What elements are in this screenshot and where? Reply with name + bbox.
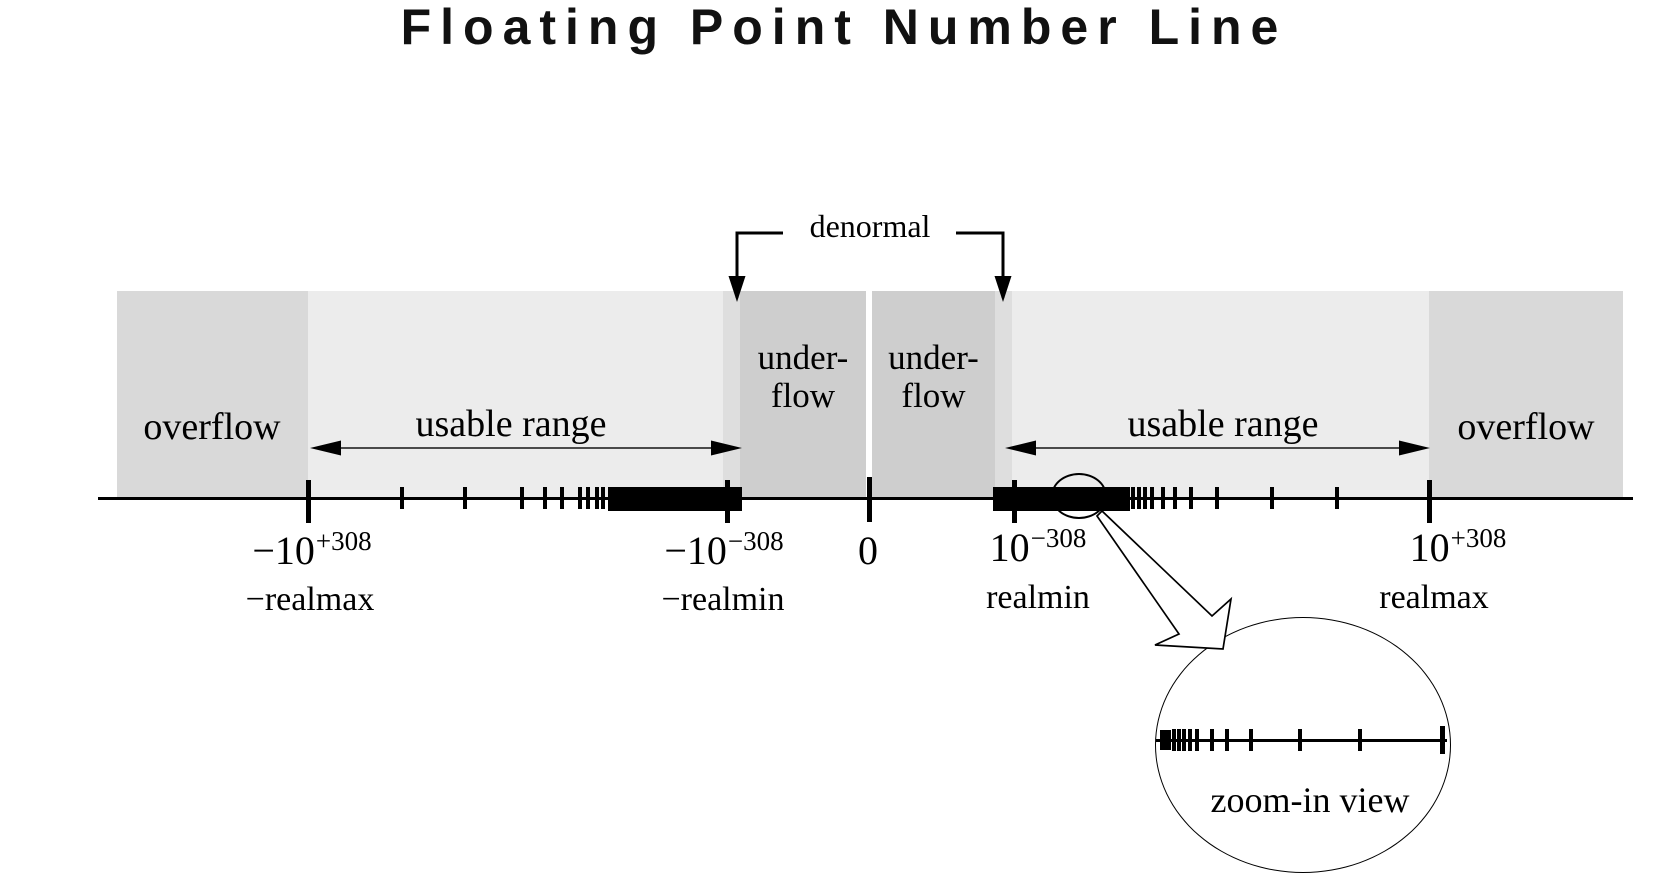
realmax-name-label: realmax bbox=[1379, 579, 1489, 616]
zoom-view-tick bbox=[1188, 729, 1192, 751]
axis-tick bbox=[463, 487, 467, 509]
underflow-left-line1: under- bbox=[757, 338, 849, 377]
zoom-view-ellipse bbox=[1155, 617, 1451, 873]
axis-zero-tick bbox=[866, 477, 872, 522]
axis-tick bbox=[601, 487, 605, 509]
neg-realmax-base: −10 bbox=[252, 528, 315, 573]
realmin-exponent: −308 bbox=[1030, 523, 1087, 553]
zoom-view-tick bbox=[1298, 729, 1302, 751]
underflow-right-label: under- flow bbox=[872, 339, 995, 415]
zoom-view-tick bbox=[1195, 729, 1199, 751]
underflow-right-region bbox=[872, 291, 995, 499]
zoom-view-tick bbox=[1225, 729, 1229, 751]
realmin-base: 10 bbox=[989, 525, 1030, 570]
dense-ticks-bar bbox=[608, 487, 742, 511]
neg-realmax-exponent: +308 bbox=[315, 526, 372, 556]
axis-tick bbox=[1150, 487, 1154, 509]
axis-tick bbox=[1161, 487, 1165, 509]
realmin-name-label: realmin bbox=[986, 579, 1090, 616]
neg-realmax-name-label: −realmax bbox=[245, 581, 375, 618]
axis-tick bbox=[543, 487, 547, 509]
underflow-right-line2: flow bbox=[901, 376, 966, 415]
neg-realmin-base: −10 bbox=[664, 528, 727, 573]
axis-tick bbox=[1215, 487, 1219, 509]
overflow-right-label: overflow bbox=[1457, 406, 1595, 448]
axis-tick bbox=[1173, 487, 1177, 509]
axis-tick bbox=[586, 487, 590, 509]
underflow-left-label: under- flow bbox=[740, 339, 866, 415]
magnify-pointer-arrow-icon bbox=[1095, 509, 1233, 650]
neg-realmin-name-label: −realmin bbox=[661, 581, 785, 618]
realmax-base: 10 bbox=[1409, 525, 1450, 570]
axis-tick bbox=[595, 487, 599, 509]
axis-tick bbox=[1137, 487, 1141, 509]
axis-tick bbox=[1270, 487, 1274, 509]
usable-range-right-label: usable range bbox=[1127, 403, 1319, 445]
axis-tick bbox=[560, 487, 564, 509]
neg-realmin-value-label: −10−308 bbox=[664, 526, 784, 577]
number-line-axis bbox=[98, 497, 1633, 500]
realmin-value-label: 10−308 bbox=[989, 523, 1087, 574]
zoom-view-tick bbox=[1210, 729, 1214, 751]
underflow-left-region bbox=[740, 291, 866, 499]
axis-tick bbox=[520, 487, 524, 509]
axis-tick bbox=[578, 487, 582, 509]
neg-realmax-value-label: −10+308 bbox=[252, 526, 372, 577]
zoom-view-dense-block bbox=[1160, 730, 1171, 750]
usable-left-region bbox=[308, 291, 723, 499]
zoom-view-end-tick bbox=[1439, 726, 1445, 754]
overflow-right-region bbox=[1429, 291, 1623, 499]
usable-right-region bbox=[1012, 291, 1429, 499]
underflow-left-edge-strip bbox=[723, 291, 740, 499]
axis-tick bbox=[1131, 487, 1135, 509]
zoom-view-tick bbox=[1177, 729, 1181, 751]
zoom-view-tick bbox=[1358, 729, 1362, 751]
zoom-view-label: zoom-in view bbox=[1210, 780, 1410, 820]
axis-major-tick bbox=[305, 480, 311, 523]
page-title: Floating Point Number Line bbox=[400, 0, 1288, 55]
overflow-left-label: overflow bbox=[143, 406, 281, 448]
usable-range-left-label: usable range bbox=[415, 403, 607, 445]
overflow-left-region bbox=[117, 291, 308, 499]
zoom-view-tick bbox=[1172, 729, 1176, 751]
axis-tick bbox=[1335, 487, 1339, 509]
axis-major-tick bbox=[1426, 480, 1432, 523]
zoom-view-tick bbox=[1249, 729, 1253, 751]
denormal-bracket-right bbox=[956, 231, 1005, 298]
realmax-value-label: 10+308 bbox=[1409, 523, 1507, 574]
underflow-right-edge-strip bbox=[995, 291, 1012, 499]
axis-tick bbox=[1143, 487, 1147, 509]
magnifier-circle bbox=[1051, 473, 1107, 519]
zoom-view-tick bbox=[1182, 729, 1186, 751]
axis-tick bbox=[1189, 487, 1193, 509]
underflow-left-line2: flow bbox=[770, 376, 836, 415]
underflow-right-line1: under- bbox=[888, 338, 979, 377]
realmax-exponent: +308 bbox=[1450, 523, 1507, 553]
axis-tick bbox=[400, 487, 404, 509]
denormal-label: denormal bbox=[809, 208, 931, 244]
denormal-bracket-left bbox=[735, 231, 783, 298]
neg-realmin-exponent: −308 bbox=[727, 526, 784, 556]
zero-label: 0 bbox=[858, 528, 878, 573]
